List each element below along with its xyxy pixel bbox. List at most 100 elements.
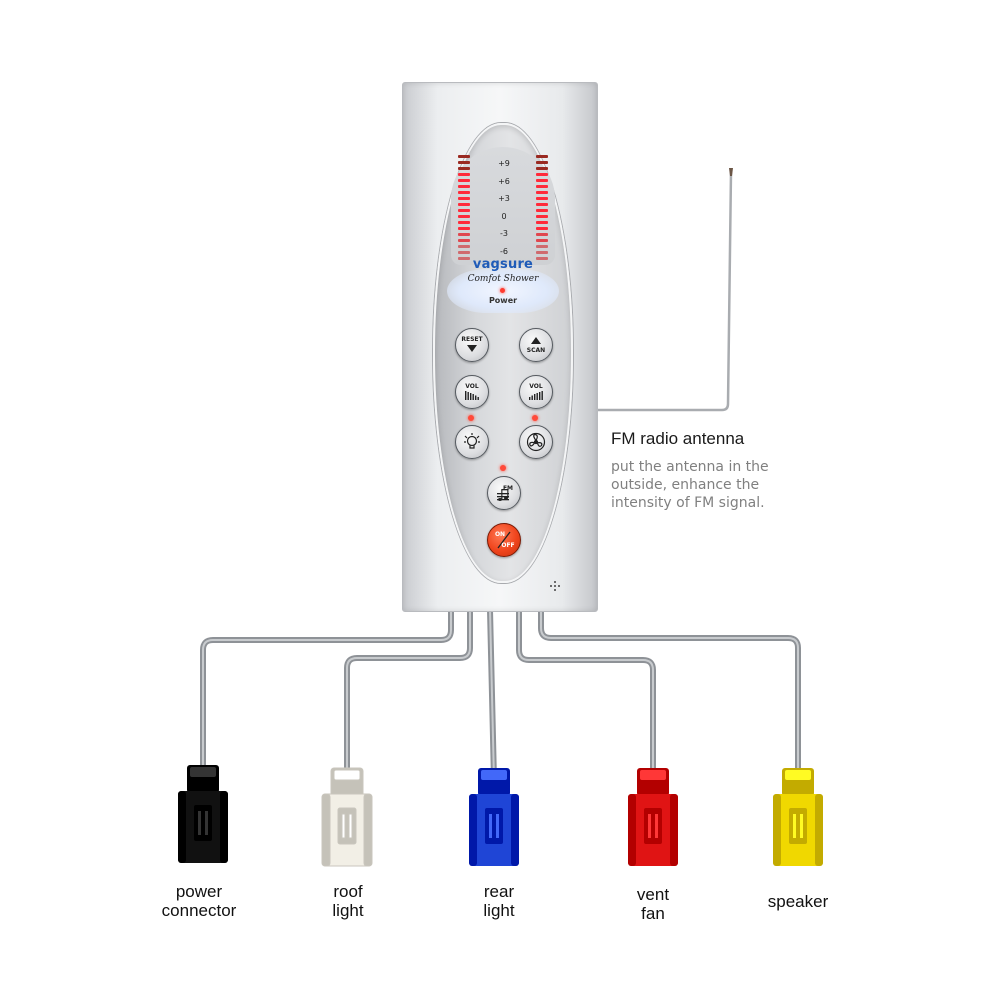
meter-segment — [536, 155, 548, 158]
vol-up-label: VOL — [529, 383, 543, 390]
scale-tick: +6 — [498, 176, 510, 186]
meter-segment — [536, 257, 548, 260]
label-line: fan — [641, 904, 665, 923]
label-line: speaker — [767, 892, 829, 911]
cables — [200, 607, 801, 783]
vent-fan-label: vent fan — [593, 885, 713, 923]
scan-button[interactable]: SCAN — [519, 328, 553, 362]
volume-up-button[interactable]: VOL — [519, 375, 553, 409]
vent-fan-connector — [628, 768, 678, 866]
connector-part — [469, 794, 477, 866]
connector-part — [178, 791, 186, 863]
scale-tick: +9 — [498, 159, 510, 168]
meter-segment — [536, 173, 548, 176]
connector-part — [205, 811, 208, 835]
volume-up-icon — [529, 391, 543, 400]
antenna-description-line: intensity of FM signal. — [611, 495, 765, 511]
meter-segment — [458, 185, 470, 188]
meter-segment — [536, 197, 548, 200]
volume-down-button[interactable]: VOL — [455, 375, 489, 409]
connector-part — [511, 794, 519, 866]
connector-part — [815, 794, 823, 866]
label-line: light — [332, 901, 364, 920]
level-meter: +9 +6 +3 0 -3 -6 — [451, 147, 555, 265]
connector-part — [670, 794, 678, 866]
meter-segment — [458, 215, 470, 218]
roof-light-label: roof light — [288, 882, 408, 920]
connector-part — [485, 808, 503, 844]
scale-tick: -3 — [500, 229, 508, 238]
power-connector — [178, 765, 228, 863]
label-line: connector — [161, 901, 237, 920]
fm-radio-button[interactable]: FM — [487, 476, 521, 510]
cable-power — [200, 607, 454, 773]
light-indicator-led — [468, 415, 474, 421]
antenna-description-line: outside, enhance the — [611, 477, 760, 493]
connector-part — [640, 770, 666, 780]
connector-part — [341, 813, 346, 839]
connector-part — [194, 805, 212, 841]
reset-label: RESET — [461, 336, 483, 343]
meter-segment — [458, 203, 470, 206]
microphone-holes-icon — [550, 581, 560, 591]
meter-segment — [458, 239, 470, 242]
connector-part — [190, 767, 216, 777]
connector-part — [321, 793, 331, 867]
scale-tick: -6 — [500, 246, 508, 256]
meter-segment — [536, 203, 548, 206]
connector-part — [496, 814, 499, 838]
light-button[interactable] — [455, 425, 489, 459]
vol-down-label: VOL — [465, 383, 479, 390]
connector-part — [220, 791, 228, 863]
connector-part — [773, 794, 781, 866]
meter-segment — [458, 167, 470, 170]
connector-part — [800, 814, 803, 838]
cable-vent — [516, 607, 656, 778]
panel-oval-face: +9 +6 +3 0 -3 -6 vagsure Comfot Shower P… — [433, 123, 573, 583]
antenna-description: put the antenna in the outside, enhance … — [611, 458, 811, 512]
music-note-icon — [497, 489, 509, 501]
meter-segment — [536, 239, 548, 242]
power-on-off-button[interactable]: ON OFF — [487, 523, 521, 557]
roof-light-connector — [321, 767, 373, 867]
meter-segment — [536, 215, 548, 218]
antenna-tip — [729, 168, 733, 176]
meter-segment — [536, 161, 548, 164]
speaker-label: speaker — [738, 892, 858, 911]
fan-button[interactable] — [519, 425, 553, 459]
meter-segment — [536, 221, 548, 224]
volume-down-icon — [465, 391, 479, 400]
on-label: ON — [494, 531, 506, 538]
speaker-connector — [773, 768, 823, 866]
meter-segment — [536, 233, 548, 236]
meter-segment — [458, 155, 470, 158]
label-line: roof — [333, 882, 363, 901]
meter-segment — [536, 209, 548, 212]
reset-button[interactable]: RESET — [455, 328, 489, 362]
connector-part — [785, 770, 811, 780]
meter-segment — [536, 191, 548, 194]
antenna-title: FM radio antenna — [611, 429, 745, 448]
meter-segment — [458, 227, 470, 230]
meter-segment — [458, 233, 470, 236]
control-panel: +9 +6 +3 0 -3 -6 vagsure Comfot Shower P… — [402, 82, 598, 612]
meter-segment — [458, 173, 470, 176]
level-meter-right-bar — [536, 155, 548, 263]
brand-area: vagsure Comfot Shower Power — [447, 257, 559, 313]
connector-part — [481, 770, 507, 780]
level-meter-left-bar — [458, 155, 470, 263]
connector-part — [655, 814, 658, 838]
connector-part — [337, 807, 357, 845]
model-name: Comfot Shower — [467, 274, 539, 284]
brand-logo: vagsure — [472, 257, 534, 272]
meter-segment — [458, 251, 470, 254]
meter-segment — [536, 167, 548, 170]
up-arrow-icon — [531, 337, 541, 344]
connector-part — [793, 814, 796, 838]
meter-segment — [458, 221, 470, 224]
connector-part — [644, 808, 662, 844]
cable-speaker — [538, 607, 801, 778]
fm-label: FM — [502, 485, 514, 492]
level-meter-scale: +9 +6 +3 0 -3 -6 — [489, 155, 519, 260]
